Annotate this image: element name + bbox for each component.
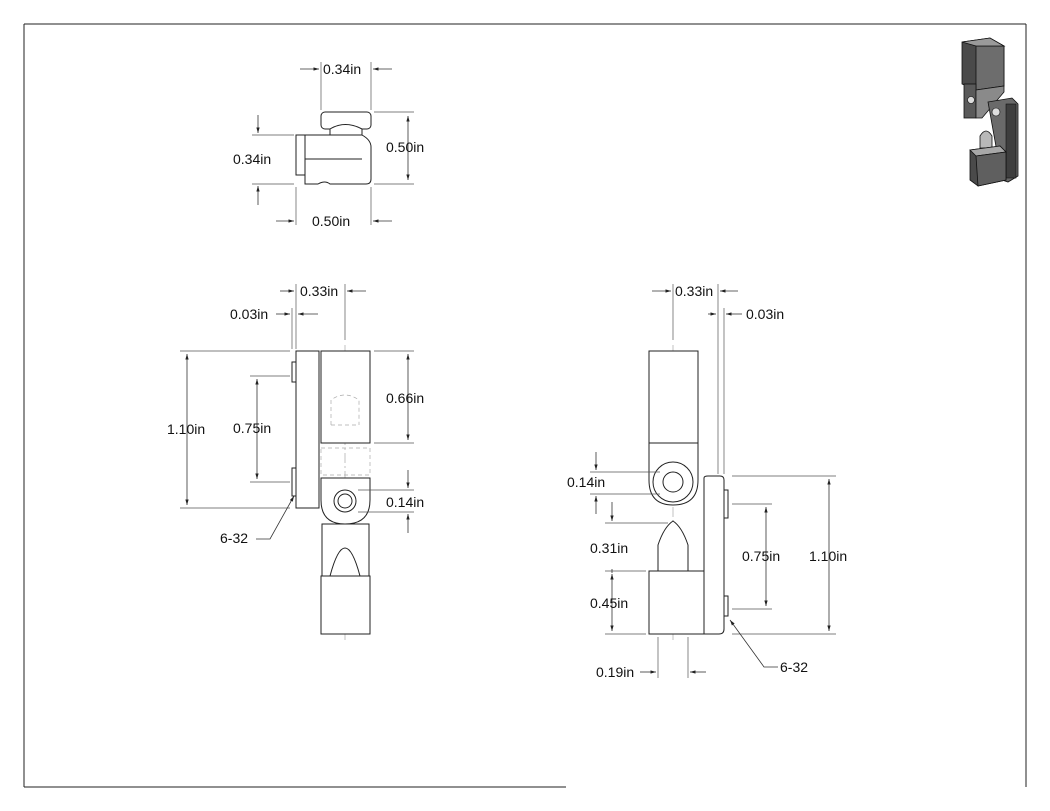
- front-view-upper-block: 0.66in: [386, 390, 424, 406]
- top-view-width-bottom: 0.50in: [312, 213, 350, 229]
- side-view-lower-block: 0.45in: [590, 595, 628, 611]
- side-view-pin-length: 0.31in: [590, 540, 628, 556]
- side-view-pin-hole: 0.14in: [567, 474, 605, 490]
- sheet-border: [23, 23, 1027, 788]
- top-view-height-left: 0.34in: [233, 151, 271, 167]
- front-view-plate-thickness: 0.03in: [230, 306, 268, 322]
- top-view: [252, 62, 414, 225]
- front-view-thread-callout: 6-32: [220, 530, 248, 546]
- front-view-pin-hole: 0.14in: [386, 494, 424, 510]
- front-view: [180, 284, 414, 640]
- front-view-top-width: 0.33in: [300, 283, 338, 299]
- side-view-thread-callout: 6-32: [780, 659, 808, 675]
- side-view-hole-spacing: 0.75in: [742, 548, 780, 564]
- top-view-height-right: 0.50in: [386, 139, 424, 155]
- top-view-width-top: 0.34in: [323, 61, 361, 77]
- front-view-hole-spacing: 0.75in: [233, 420, 271, 436]
- side-view-top-width: 0.33in: [675, 283, 713, 299]
- side-view-plate-thickness: 0.03in: [746, 306, 784, 322]
- side-view-overall-height: 1.10in: [809, 548, 847, 564]
- front-view-overall-height: 1.10in: [167, 421, 205, 437]
- side-view: [590, 284, 836, 678]
- side-view-pin-offset: 0.19in: [596, 664, 634, 680]
- isometric-preview-image: [961, 37, 1019, 187]
